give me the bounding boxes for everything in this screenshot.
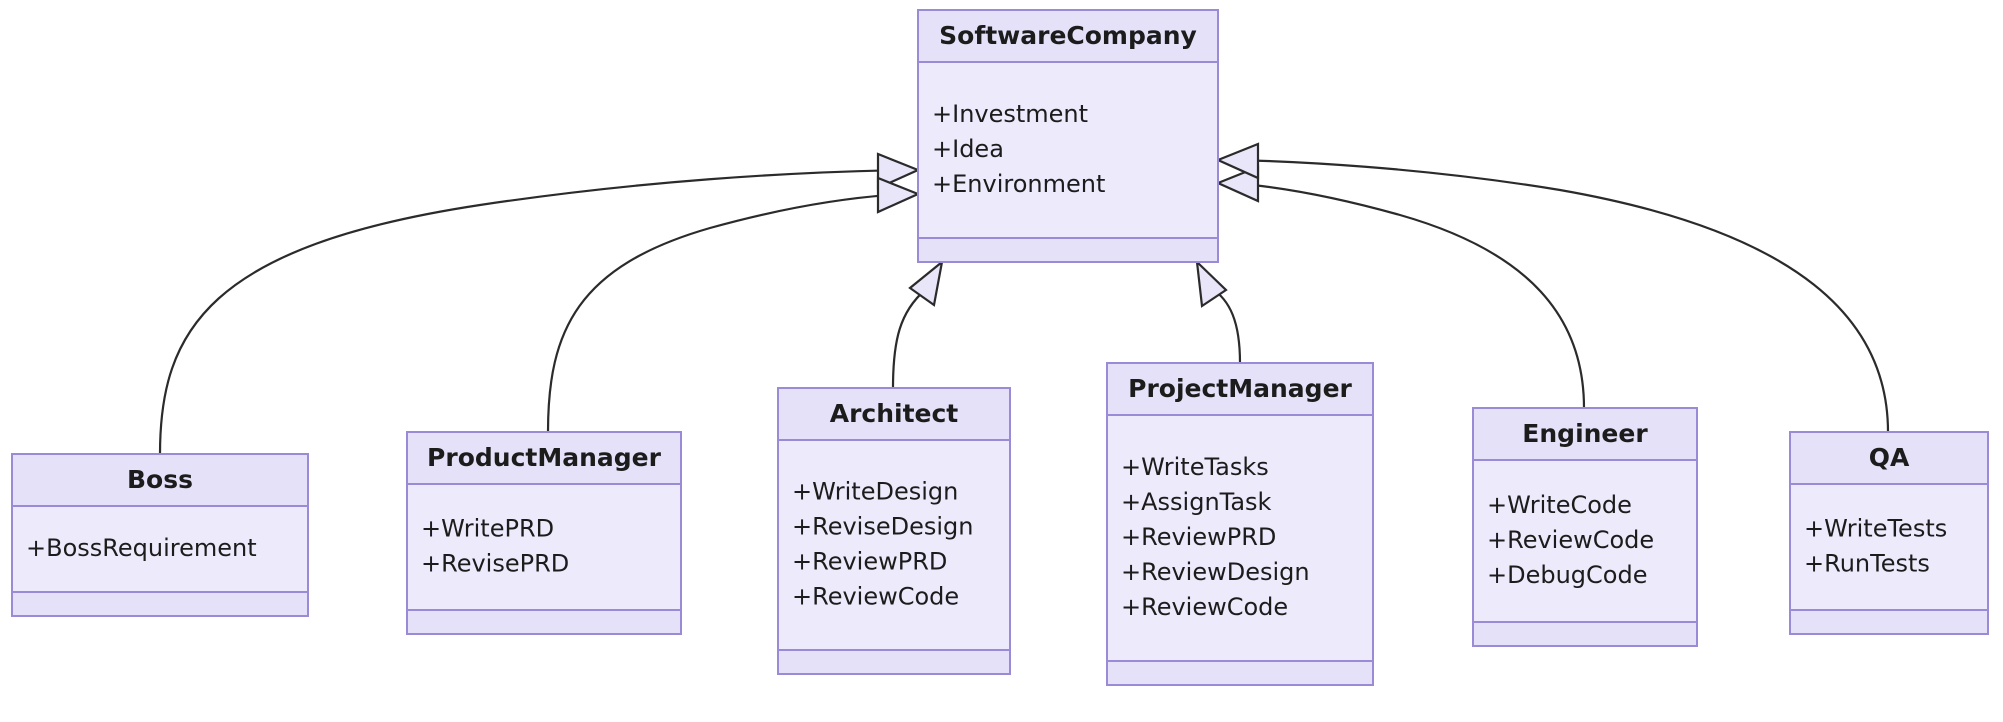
inheritance-arrowhead-icon bbox=[876, 176, 921, 214]
class-name-compartment bbox=[917, 9, 1219, 63]
class-attribute-label: +ReviewCode bbox=[1487, 526, 1654, 554]
class-operations-compartment bbox=[917, 237, 1219, 263]
class-box-productmanager[interactable]: ProductManager +WritePRD +RevisePRD bbox=[406, 431, 682, 635]
class-box-qa[interactable]: QA +WriteTests +RunTests bbox=[1789, 431, 1989, 635]
class-attribute-label: +Investment bbox=[932, 100, 1088, 128]
edges-layer bbox=[158, 142, 1890, 455]
class-attribute-label: +Idea bbox=[932, 135, 1004, 163]
edge-line bbox=[158, 168, 906, 455]
class-name-label: Engineer bbox=[1522, 419, 1648, 448]
class-attribute-label: +WriteCode bbox=[1487, 491, 1632, 519]
generalization-edge-boss-to-softwarecompany bbox=[158, 152, 921, 455]
class-box-architect[interactable]: Architect +WriteDesign +ReviseDesign +Revie… bbox=[777, 387, 1011, 675]
class-operations-compartment bbox=[777, 649, 1011, 675]
class-attribute-label: +ReviewDesign bbox=[1121, 558, 1310, 586]
inheritance-arrowhead-icon bbox=[1215, 165, 1260, 203]
class-attribute-label: +WritePRD bbox=[421, 515, 554, 543]
class-name-label: ProjectManager bbox=[1128, 374, 1352, 403]
class-attribute-label: +WriteTests bbox=[1804, 515, 1947, 543]
edge-line bbox=[1230, 158, 1890, 433]
class-operations-compartment bbox=[1472, 621, 1698, 647]
generalization-edge-architect-to-softwarecompany bbox=[891, 259, 944, 389]
class-attribute-label: +RevisePRD bbox=[421, 550, 569, 578]
class-box-projectmanager[interactable]: ProjectManager +WriteTasks +AssignTask +Rev… bbox=[1106, 362, 1374, 686]
class-operations-compartment bbox=[11, 591, 309, 617]
inheritance-arrowhead-icon bbox=[1195, 259, 1228, 308]
class-attribute-label: +ReviewCode bbox=[792, 583, 959, 611]
class-boxes-layer: SoftwareCompany +Investment +Idea +Environm… bbox=[11, 9, 1989, 686]
class-attribute-label: +AssignTask bbox=[1121, 488, 1272, 516]
generalization-edge-engineer-to-softwarecompany bbox=[1215, 165, 1586, 409]
class-attribute-label: +BossRequirement bbox=[26, 534, 257, 562]
class-attribute-label: +ReviewCode bbox=[1121, 593, 1288, 621]
edge-line bbox=[891, 289, 926, 389]
class-operations-compartment bbox=[406, 609, 682, 635]
class-operations-compartment bbox=[1106, 660, 1374, 686]
class-name-label: QA bbox=[1869, 443, 1910, 472]
class-box-engineer[interactable]: Engineer +WriteCode +ReviewCode +DebugCode bbox=[1472, 407, 1698, 647]
class-name-compartment bbox=[11, 453, 309, 507]
edge-line bbox=[1230, 181, 1586, 409]
class-name-label: Boss bbox=[127, 465, 193, 494]
class-box-outline bbox=[1106, 362, 1374, 686]
class-attribute-label: +ReviewPRD bbox=[1121, 523, 1276, 551]
class-name-compartment bbox=[1789, 431, 1989, 485]
generalization-edge-projectmanager-to-softwarecompany bbox=[1195, 259, 1242, 364]
class-name-label: ProductManager bbox=[427, 443, 662, 472]
class-attribute-label: +RunTests bbox=[1804, 550, 1930, 578]
inheritance-arrowhead-icon bbox=[1215, 142, 1260, 180]
generalization-edge-qa-to-softwarecompany bbox=[1215, 142, 1890, 433]
edge-line bbox=[1210, 287, 1242, 364]
class-name-compartment bbox=[1472, 407, 1698, 461]
class-box-boss[interactable]: Boss +BossRequirement bbox=[11, 453, 309, 617]
generalization-edge-productmanager-to-softwarecompany bbox=[546, 176, 921, 433]
class-operations-compartment bbox=[1789, 609, 1989, 635]
class-name-compartment bbox=[1106, 362, 1374, 416]
inheritance-arrowhead-icon bbox=[876, 152, 921, 190]
class-attribute-label: +DebugCode bbox=[1487, 561, 1647, 589]
class-box-softwarecompany[interactable]: SoftwareCompany +Investment +Idea +Environm… bbox=[917, 9, 1219, 263]
edge-line bbox=[546, 192, 906, 433]
class-attribute-label: +WriteDesign bbox=[792, 478, 958, 506]
inheritance-arrowhead-icon bbox=[908, 259, 944, 307]
class-attribute-label: +ReviseDesign bbox=[792, 513, 973, 541]
class-name-label: Architect bbox=[830, 399, 959, 428]
class-name-compartment bbox=[777, 387, 1011, 441]
class-attribute-label: +ReviewPRD bbox=[792, 548, 947, 576]
class-name-compartment bbox=[406, 431, 682, 485]
class-attribute-label: +Environment bbox=[932, 170, 1105, 198]
class-attribute-label: +WriteTasks bbox=[1121, 453, 1269, 481]
class-name-label: SoftwareCompany bbox=[939, 21, 1197, 50]
